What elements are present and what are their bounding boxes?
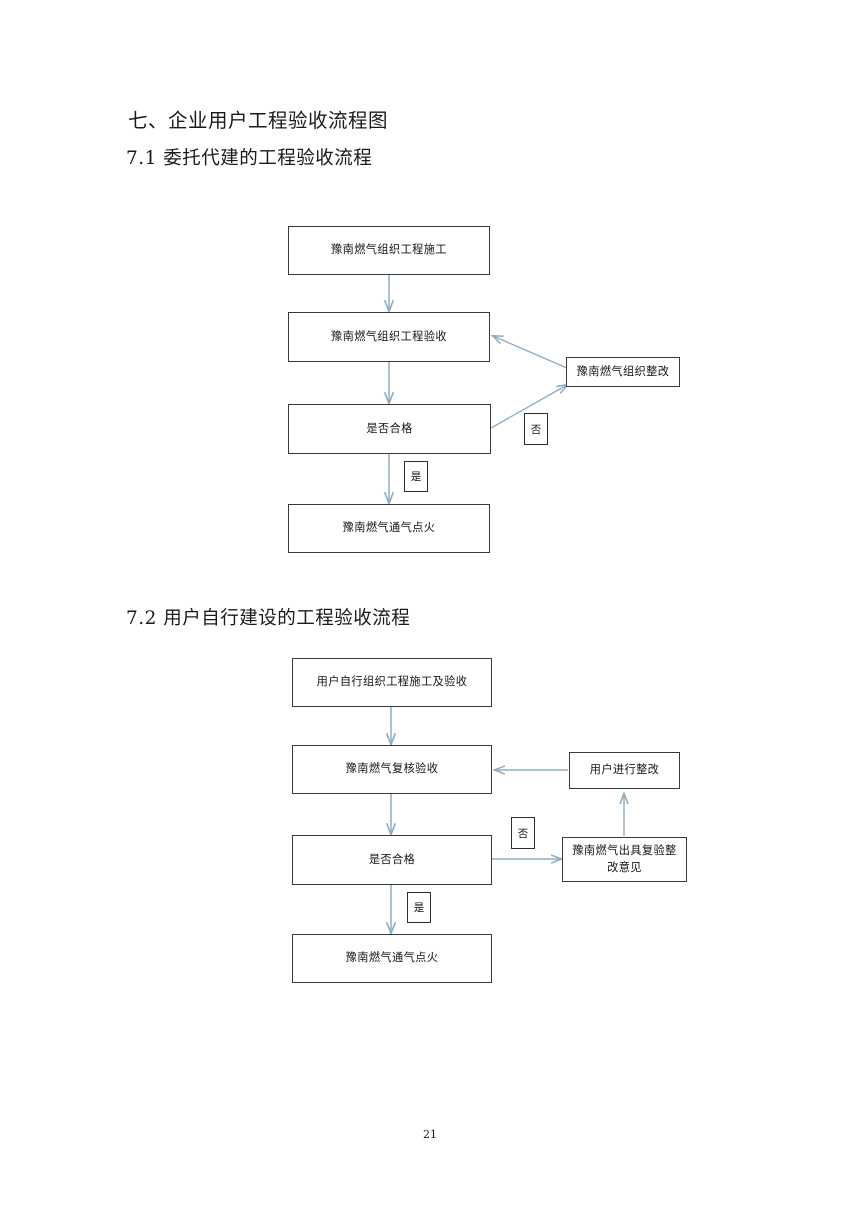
- flow1-node-ignition-label: 豫南燃气通气点火: [342, 521, 436, 535]
- flow2-node-decision-qualified[interactable]: 是否合格: [292, 835, 492, 885]
- section-heading-7-1: 7.1 委托代建的工程验收流程: [126, 148, 373, 169]
- flow1-node-rectification[interactable]: 豫南燃气组织整改: [566, 357, 680, 387]
- flow2-node-reinspection-opinion-label: 豫南燃气出具复验整改意见: [572, 844, 677, 874]
- flow1-node-rectification-label: 豫南燃气组织整改: [576, 364, 670, 378]
- flow2-node-reinspection-opinion[interactable]: 豫南燃气出具复验整改意见: [562, 837, 687, 882]
- flow2-node-review-acceptance-label: 豫南燃气复核验收: [345, 762, 439, 776]
- flow1-label-no: 否: [524, 413, 548, 445]
- flow2-label-yes: 是: [407, 892, 431, 923]
- flow2-node-self-construction-label: 用户自行组织工程施工及验收: [316, 675, 468, 689]
- flow1-node-ignition[interactable]: 豫南燃气通气点火: [288, 504, 490, 553]
- flow2-node-self-construction[interactable]: 用户自行组织工程施工及验收: [292, 658, 492, 707]
- flow2-node-review-acceptance[interactable]: 豫南燃气复核验收: [292, 745, 492, 794]
- flow2-node-user-rectification[interactable]: 用户进行整改: [569, 752, 680, 789]
- flow1-node-decision-qualified[interactable]: 是否合格: [288, 404, 491, 454]
- flow1-node-construction-label: 豫南燃气组织工程施工: [331, 243, 447, 257]
- flow2-node-ignition-label: 豫南燃气通气点火: [345, 951, 439, 965]
- flow1-node-acceptance[interactable]: 豫南燃气组织工程验收: [288, 312, 490, 362]
- flow1-node-decision-qualified-label: 是否合格: [366, 421, 413, 435]
- section-heading-7-2: 7.2 用户自行建设的工程验收流程: [126, 608, 411, 629]
- flow2-node-ignition[interactable]: 豫南燃气通气点火: [292, 934, 492, 983]
- flow2-node-user-rectification-label: 用户进行整改: [589, 763, 660, 777]
- flow2-label-yes-text: 是: [413, 902, 425, 914]
- flow1-label-yes-text: 是: [410, 471, 422, 483]
- flow2-label-no-text: 否: [517, 827, 529, 840]
- page-title: 七、企业用户工程验收流程图: [128, 109, 389, 132]
- flow2-label-no: 否: [511, 817, 535, 849]
- flow1-label-yes: 是: [404, 461, 428, 492]
- flow2-node-decision-qualified-label: 是否合格: [368, 852, 416, 866]
- flow1-node-acceptance-label: 豫南燃气组织工程验收: [331, 329, 447, 343]
- page-number: 21: [423, 1128, 437, 1141]
- edge-n5-n2: [493, 336, 568, 369]
- flow1-node-construction[interactable]: 豫南燃气组织工程施工: [288, 226, 490, 275]
- flow1-label-no-text: 否: [530, 423, 542, 436]
